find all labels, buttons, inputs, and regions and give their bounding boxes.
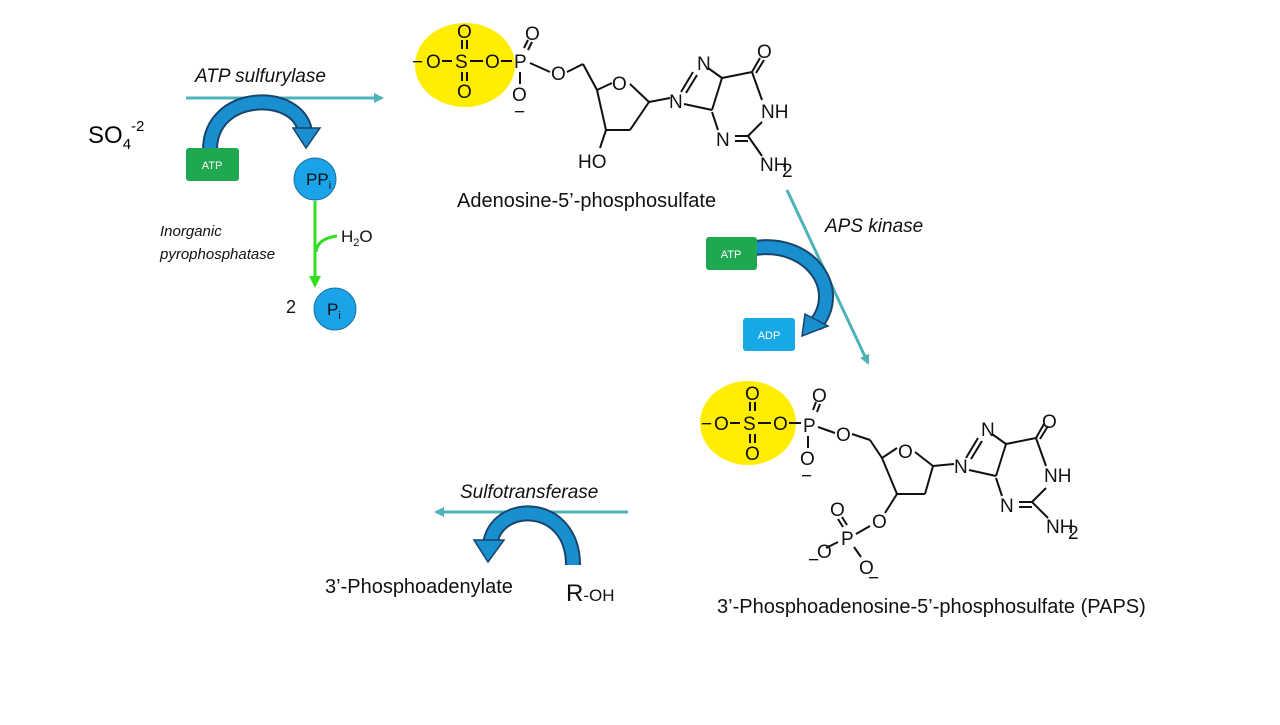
ppi-circle	[293, 157, 337, 201]
svg-text:O: O	[612, 74, 627, 95]
atp-box-step1-label: ATP	[202, 160, 223, 172]
atp-box-step1	[186, 148, 239, 181]
water-label: H2O	[341, 227, 373, 249]
svg-text:N: N	[716, 130, 730, 151]
svg-text:2: 2	[1068, 523, 1079, 544]
pi-label: Pi	[327, 300, 341, 322]
svg-text:S: S	[743, 414, 756, 435]
svg-text:O: O	[898, 442, 913, 463]
svg-text:N: N	[1000, 496, 1014, 517]
svg-text:N: N	[697, 54, 711, 75]
curved-arrow-atp-to-adp	[753, 239, 834, 331]
svg-text:P: P	[841, 529, 854, 550]
svg-text:P: P	[803, 416, 816, 437]
paps-sulfate-highlight	[700, 381, 796, 465]
svg-text:HO: HO	[578, 152, 607, 173]
svg-text:N: N	[981, 420, 995, 441]
svg-text:O: O	[872, 512, 887, 533]
svg-text:−: −	[868, 568, 879, 589]
atp-box-step2	[706, 237, 757, 270]
phosphoadenylate-label: 3’-Phosphoadenylate	[325, 576, 513, 598]
aps-name: Adenosine-5’-phosphosulfate	[457, 190, 716, 212]
aps-structure: − O S O O O P O O − O O HO N N	[412, 22, 793, 182]
svg-text:−: −	[808, 550, 819, 571]
paps-name: 3’-Phosphoadenosine-5’-phosphosulfate (P…	[717, 596, 1146, 618]
svg-text:−: −	[514, 102, 525, 123]
adp-box	[743, 318, 795, 351]
svg-text:−: −	[801, 466, 812, 487]
svg-text:O: O	[551, 64, 566, 85]
svg-text:O: O	[757, 42, 772, 63]
svg-text:−: −	[412, 52, 423, 73]
svg-text:2: 2	[782, 161, 793, 182]
svg-text:NH: NH	[760, 155, 787, 176]
svg-text:O: O	[1042, 412, 1057, 433]
svg-text:P: P	[514, 52, 527, 73]
ppi-label: PPi	[306, 170, 331, 192]
svg-text:O: O	[800, 449, 815, 470]
svg-text:O: O	[714, 414, 729, 435]
pi-circle	[313, 287, 357, 331]
svg-text:O: O	[512, 85, 527, 106]
svg-text:O: O	[745, 384, 760, 405]
svg-text:O: O	[773, 414, 788, 435]
pyrophosphatase-label-line2: pyrophosphatase	[159, 246, 275, 263]
svg-text:O: O	[457, 22, 472, 43]
svg-text:S: S	[455, 52, 468, 73]
svg-text:O: O	[525, 24, 540, 45]
r-oh-label: R-OH	[566, 580, 615, 607]
svg-text:O: O	[745, 444, 760, 465]
svg-text:NH: NH	[761, 102, 788, 123]
svg-text:N: N	[669, 92, 683, 113]
svg-text:O: O	[859, 558, 874, 579]
paps-structure: − O S O O O P O O − O O O P O O	[700, 381, 1079, 589]
svg-text:O: O	[426, 52, 441, 73]
svg-text:O: O	[836, 425, 851, 446]
svg-text:NH: NH	[1044, 466, 1071, 487]
svg-text:−: −	[701, 414, 712, 435]
svg-text:O: O	[817, 542, 832, 563]
adp-box-label: ADP	[758, 330, 781, 342]
pyrophosphatase-label-line1: Inorganic	[160, 223, 222, 240]
atp-box-step2-label: ATP	[721, 249, 742, 261]
sulfate-ion: SO4-2	[88, 118, 144, 153]
aps-kinase-label: APS kinase	[824, 216, 923, 237]
svg-text:O: O	[457, 82, 472, 103]
atp-sulfurylase-label: ATP sulfurylase	[194, 66, 326, 87]
svg-text:N: N	[954, 457, 968, 478]
svg-text:O: O	[485, 52, 500, 73]
svg-text:O: O	[830, 500, 845, 521]
aps-sulfate-highlight	[415, 23, 515, 107]
svg-text:O: O	[812, 386, 827, 407]
svg-text:NH: NH	[1046, 517, 1073, 538]
pi-coefficient: 2	[286, 297, 296, 317]
sulfotransferase-label: Sulfotransferase	[460, 482, 598, 503]
